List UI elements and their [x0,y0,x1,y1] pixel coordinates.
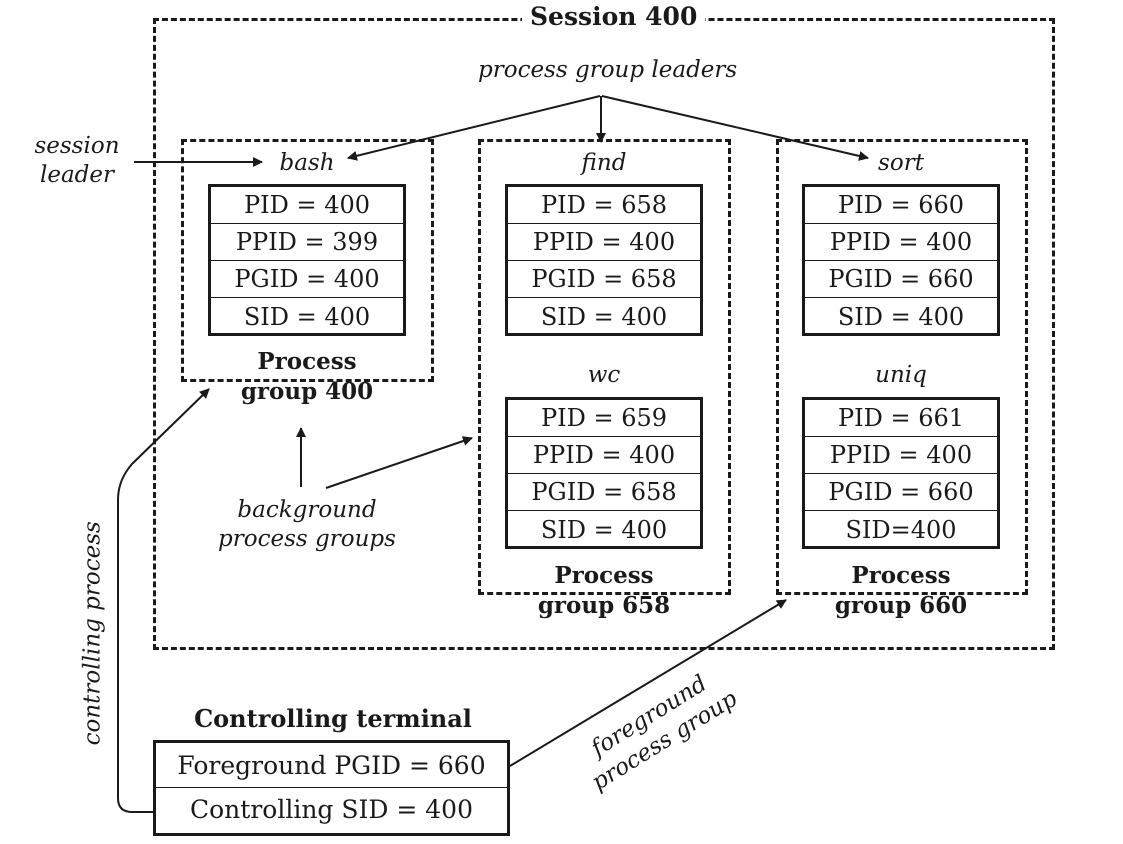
ppid-field: PPID = 400 [508,224,700,261]
group-400-line-2: group 400 [240,377,374,405]
arrow-leaders-to-sort [601,95,869,161]
pid-field: PID = 400 [211,187,403,224]
pid-field: PID = 658 [508,187,700,224]
background-line-1: background [237,497,377,523]
sid-field: SID = 400 [540,302,668,331]
terminal-title: Controlling terminal [194,704,472,733]
process-table-uniq: PID = 661 PPID = 400 PGID = 660 SID=400 [802,397,1000,549]
sid-field: SID = 400 [243,302,371,331]
arrow-background-to-g658 [325,436,473,489]
pid-field: PID = 659 [508,400,700,437]
process-name-wc: wc [587,362,621,388]
ppid-field: PPID = 399 [211,224,403,261]
process-group-658-label: Process group 658 [484,561,724,621]
session-leader-line-2: leader [39,161,114,188]
process-table-find: PID = 658 PPID = 400 PGID = 658 SID = 40… [505,184,703,336]
pgid-field: PGID = 660 [805,474,997,511]
process-group-660-label: Process group 660 [781,561,1021,621]
background-process-groups-label: background process groups [210,496,404,554]
group-658-line-2: group 658 [537,591,671,619]
process-group-660-box [776,139,1028,595]
pid-field: PID = 661 [805,400,997,437]
session-title: Session 400 [522,2,706,31]
ppid-field: PPID = 400 [508,437,700,474]
sid-field: SID = 400 [540,515,668,544]
process-group-leaders-label: process group leaders [478,57,738,83]
sid-field: SID=400 [845,515,957,544]
controlling-sid-field: Controlling SID = 400 [156,787,507,831]
pgid-field: PGID = 658 [508,261,700,298]
pgid-field: PGID = 400 [211,261,403,298]
ppid-field: PPID = 400 [805,437,997,474]
process-name-uniq: uniq [875,362,927,388]
arrow-foreground-process-group [509,599,787,767]
process-name-find: find [581,150,627,176]
pgid-field: PGID = 660 [805,261,997,298]
background-line-2: process groups [218,525,396,552]
process-group-400-box [181,139,434,382]
process-table-wc: PID = 659 PPID = 400 PGID = 658 SID = 40… [505,397,703,549]
process-name-bash: bash [279,150,335,176]
process-group-400-label: Process group 400 [187,347,427,407]
ppid-field: PPID = 400 [805,224,997,261]
process-table-sort: PID = 660 PPID = 400 PGID = 660 SID = 40… [802,184,1000,336]
arrow-controlling-process [117,388,210,813]
group-658-line-1: Process [554,562,654,589]
process-name-sort: sort [878,150,924,176]
group-400-line-1: Process [257,348,357,375]
group-660-line-2: group 660 [834,591,968,619]
sid-field: SID = 400 [837,302,965,331]
controlling-terminal-box: Foreground PGID = 660 Controlling SID = … [153,740,510,836]
process-table-bash: PID = 400 PPID = 399 PGID = 400 SID = 40… [208,184,406,336]
session-leader-label: session leader [20,132,134,190]
group-660-line-1: Process [851,562,951,589]
session-leader-line-1: session [34,133,120,159]
arrow-leaders-to-bash [347,95,601,161]
foreground-pgid-field: Foreground PGID = 660 [177,750,486,780]
pid-field: PID = 660 [805,187,997,224]
pgid-field: PGID = 658 [508,474,700,511]
